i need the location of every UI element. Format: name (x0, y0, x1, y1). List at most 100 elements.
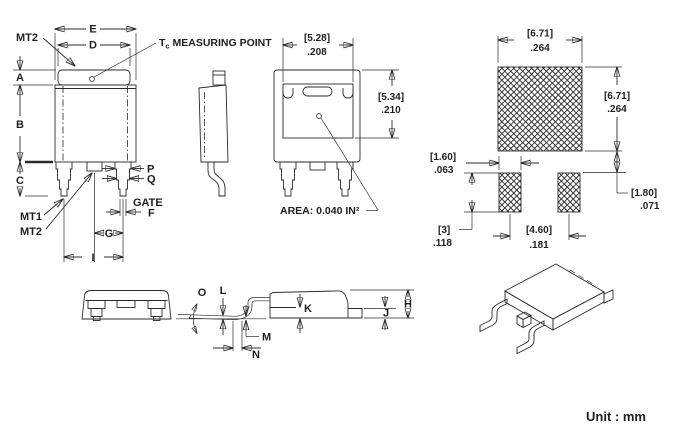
side-profile-view: O L K M N (176, 285, 414, 361)
dim-label-i: I (91, 252, 94, 264)
pad-layout-view: [6.71] .264 [6.71] .264 [1.80] .071 [1.6… (430, 29, 660, 252)
dim-label-b: B (16, 119, 24, 131)
iso-lead-1 (479, 298, 508, 333)
dim-pad-height: [6.71] .264 (585, 67, 630, 151)
main-pad (497, 66, 583, 152)
mt1-label: MT1 (20, 211, 42, 223)
dim-o: O (193, 287, 207, 334)
dim-b: B (16, 85, 24, 162)
isometric-view (479, 263, 614, 355)
end-body (81, 290, 172, 320)
small-pad-width-in: .063 (434, 165, 454, 176)
end-view (81, 290, 172, 321)
unit-label: Unit : mm (586, 409, 646, 424)
dim-back-width: [5.28] .208 (283, 33, 353, 82)
dim-label-l: L (220, 285, 227, 297)
pad-width-in: .264 (530, 43, 550, 54)
dim-label-j: J (383, 308, 389, 320)
pad-gap-in: .071 (640, 201, 660, 212)
small-pad-height-mm: [3] (438, 225, 450, 236)
dim-label-e: E (89, 24, 96, 36)
dim-label-k: K (304, 303, 312, 315)
profile-lead-top (190, 297, 270, 317)
iso-lead-2 (516, 320, 545, 355)
small-pad-right (557, 172, 581, 213)
dim-j: J (364, 296, 396, 330)
dim-label-g: G (105, 228, 114, 240)
dim-small-pad-width: [1.60] .063 (430, 152, 539, 176)
dim-label-h: H (404, 299, 412, 311)
back-view: [5.28] .208 [5.34] .210 AREA: 0.040 IN² (273, 33, 404, 217)
dim-small-pad-height: [3] .118 (433, 173, 499, 249)
back-pad-notch-left (282, 88, 294, 99)
pad-height-in: .264 (607, 104, 627, 115)
pad-height-mm: [6.71] (604, 91, 630, 102)
profile-lead-bottom (188, 300, 270, 320)
mt2-top-label: MT2 (16, 32, 38, 44)
back-width-in: .208 (307, 47, 327, 58)
gate-label: GATE (133, 197, 163, 209)
back-pad (282, 83, 354, 139)
dim-pad-pitch: [4.60] .181 (493, 214, 586, 251)
dim-h: H (350, 290, 414, 318)
back-height-mm: [5.34] (378, 92, 404, 103)
dim-label-d: D (89, 40, 97, 52)
small-pad-height-in: .118 (433, 238, 452, 249)
dim-label-c: C (16, 175, 24, 187)
dim-label-n: N (252, 349, 260, 361)
back-width-mm: [5.28] (304, 33, 330, 44)
dim-pad-gap: [1.80] .071 (583, 152, 660, 212)
iso-center-stub-left (516, 315, 524, 329)
dim-p: P (102, 164, 154, 176)
dim-m: M (246, 305, 271, 344)
dim-c: C (16, 162, 48, 196)
tc-measuring-point-label: Tc MEASURING POINT (159, 37, 272, 51)
area-label: AREA: 0.040 IN² (280, 205, 360, 217)
dim-i: I (64, 199, 123, 264)
side-tab (212, 70, 226, 86)
dim-e: E (55, 24, 136, 80)
dim-d: D (58, 40, 130, 66)
front-center-tab (86, 161, 103, 172)
back-height-in: .210 (381, 105, 401, 116)
dim-a: A (13, 56, 56, 86)
iso-right-face (552, 291, 605, 331)
back-lead-right (336, 162, 354, 197)
area-dot (316, 113, 322, 119)
small-pad-left (498, 172, 522, 213)
back-center-tab (309, 161, 326, 171)
mt2-bottom-label: MT2 (20, 226, 42, 238)
back-pad-notch-right (342, 88, 354, 99)
dim-n: N (213, 321, 261, 361)
tc-measuring-dot (89, 76, 95, 82)
front-body (54, 84, 137, 163)
side-lead (207, 162, 226, 197)
pad-gap-mm: [1.80] (631, 188, 657, 199)
dim-q: Q (102, 174, 156, 186)
dim-label-m: M (262, 332, 271, 344)
dim-l: L (220, 285, 227, 335)
front-view: E D MT2 Tc MEASURING POINT A B (13, 24, 272, 264)
dim-label-f: F (148, 208, 155, 220)
dim-back-height: [5.34] .210 (355, 70, 404, 138)
dim-k: K (300, 294, 312, 333)
front-lead-gate (114, 162, 132, 197)
side-view (198, 70, 229, 197)
pad-pitch-mm: [4.60] (526, 225, 552, 236)
side-body (198, 84, 229, 163)
dim-label-q: Q (147, 174, 156, 186)
dim-label-o: O (198, 287, 207, 299)
iso-center-stub-right (522, 314, 532, 329)
dim-pad-width: [6.71] .264 (498, 29, 582, 63)
back-pad-slot (302, 86, 333, 97)
dim-label-a: A (16, 72, 24, 84)
profile-body (269, 290, 363, 319)
dim-g: G (95, 173, 124, 262)
dim-f: F (106, 199, 155, 220)
small-pad-width-mm: [1.60] (430, 152, 456, 163)
dim-label-p: P (147, 164, 154, 176)
iso-tab-stub (603, 289, 614, 304)
front-lead-mt1 (55, 162, 73, 197)
